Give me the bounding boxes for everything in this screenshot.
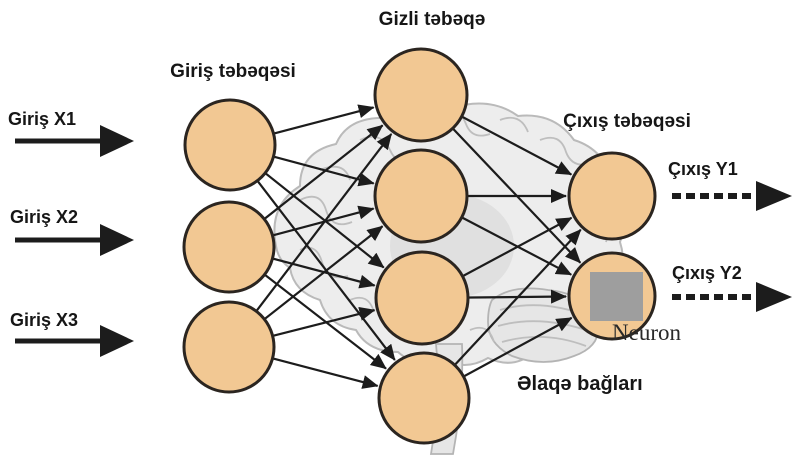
node-h1 [373, 47, 469, 143]
node-h3 [374, 250, 470, 346]
hidden-layer-title: Gizli təbəqə [378, 9, 486, 30]
input-layer-title: Giriş təbəqəsi [170, 61, 296, 82]
output-y2-label: Çıxış Y2 [672, 263, 742, 283]
output-y1-label: Çıxış Y1 [668, 159, 738, 179]
node-i3 [182, 300, 276, 394]
node-i1 [183, 98, 277, 192]
input-arrow-x1 [15, 125, 134, 157]
node-h4 [377, 351, 471, 445]
input-arrow-x3 [15, 325, 134, 357]
input-x1-label: Giriş X1 [8, 109, 77, 129]
neuron-square [590, 272, 643, 321]
output-layer-title: Çıxış təbəqəsi [563, 111, 691, 132]
output-arrow-y1 [672, 181, 792, 211]
input-arrow-x2 [15, 224, 134, 256]
node-o1 [567, 151, 657, 241]
input-x3-label: Giriş X3 [10, 310, 79, 330]
node-h2 [373, 148, 469, 244]
neuron-label: Neuron [612, 320, 681, 345]
node-i2 [182, 200, 276, 294]
output-arrow-y2 [672, 282, 792, 312]
input-x2-label: Giriş X2 [10, 207, 79, 227]
connections-label: Əlaqə bağları [517, 373, 643, 395]
